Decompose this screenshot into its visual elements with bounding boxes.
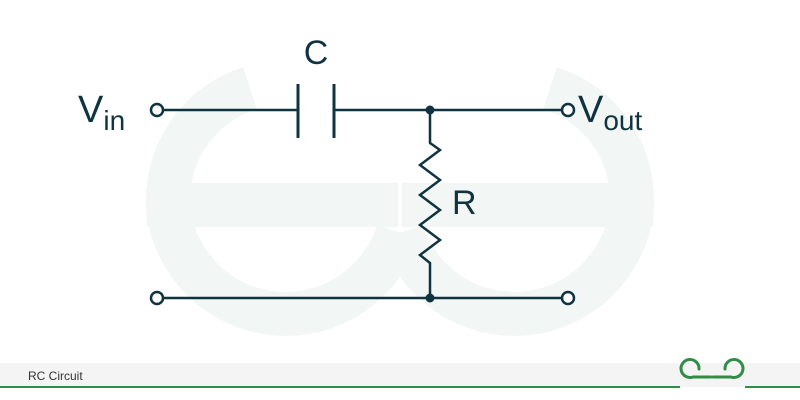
watermark-logo-icon	[145, 67, 655, 336]
capacitor-symbol	[296, 84, 336, 138]
resistor-label: R	[452, 184, 477, 222]
input-terminal-bottom	[149, 290, 165, 306]
footer-band	[0, 363, 800, 387]
capacitor-label: C	[304, 34, 329, 72]
output-terminal-bottom	[560, 290, 576, 306]
input-voltage-symbol: V	[78, 89, 104, 131]
output-terminal-top	[560, 102, 576, 118]
junction-dot-bottom	[425, 293, 435, 303]
output-voltage-subscript: out	[603, 105, 642, 136]
input-voltage-subscript: in	[103, 105, 125, 136]
resistor-symbol	[417, 141, 443, 264]
input-voltage-label: Vin	[78, 89, 125, 136]
geeksforgeeks-logo-icon	[679, 358, 745, 379]
circuit-wires	[161, 108, 564, 300]
input-terminal-top	[149, 102, 165, 118]
junction-dot-top	[425, 105, 435, 115]
output-voltage-symbol: V	[578, 89, 604, 131]
figure-caption: RC Circuit	[28, 369, 83, 383]
output-voltage-label: Vout	[578, 89, 643, 136]
